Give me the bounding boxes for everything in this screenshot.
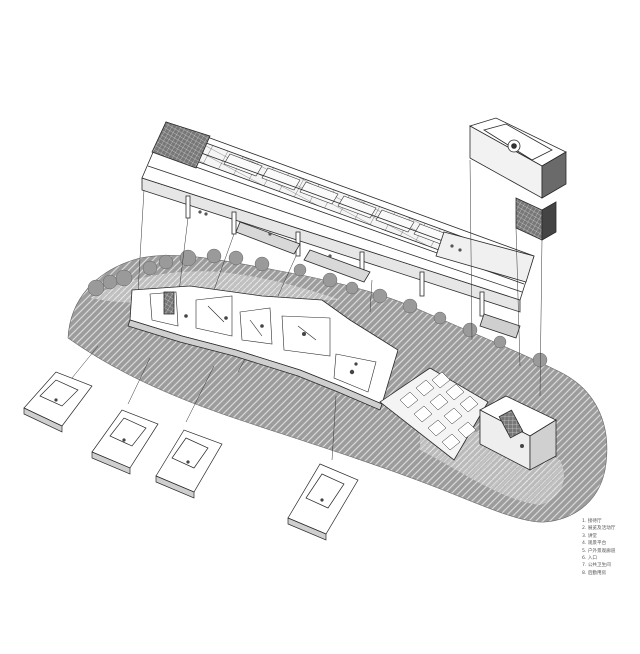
pavilion-2 [91,409,159,475]
legend-item: 5. 户外景观廊道 [582,548,616,554]
pavilion-3 [155,429,223,499]
legend-item: 3. 讲堂 [582,533,598,539]
legend: 1. 接待厅 2. 展览及活动厅 3. 讲堂 4. 观景平台 5. 户外景观廊道… [582,518,638,577]
projection-lines [71,159,543,461]
people-figures [198,210,462,258]
legend-item: 2. 展览及活动厅 [582,526,616,532]
pavilion-1 [23,371,93,433]
legend-item: 1. 接待厅 [582,519,602,524]
tree-clusters [87,248,548,368]
legend-item: 4. 观景平台 [582,541,607,547]
upper-long-building [141,121,535,339]
lookout-tower-upper [468,117,567,241]
pavilion-4 [287,463,359,541]
legend-item: 7. 公共卫生间 [582,563,611,569]
lookout-tower-ground [479,395,557,471]
legend-item: 8. 后勤用房 [582,570,607,576]
legend-item: 6. 入口 [582,556,598,562]
ground-floor-plan [127,285,399,411]
stepped-landscape [379,367,489,461]
